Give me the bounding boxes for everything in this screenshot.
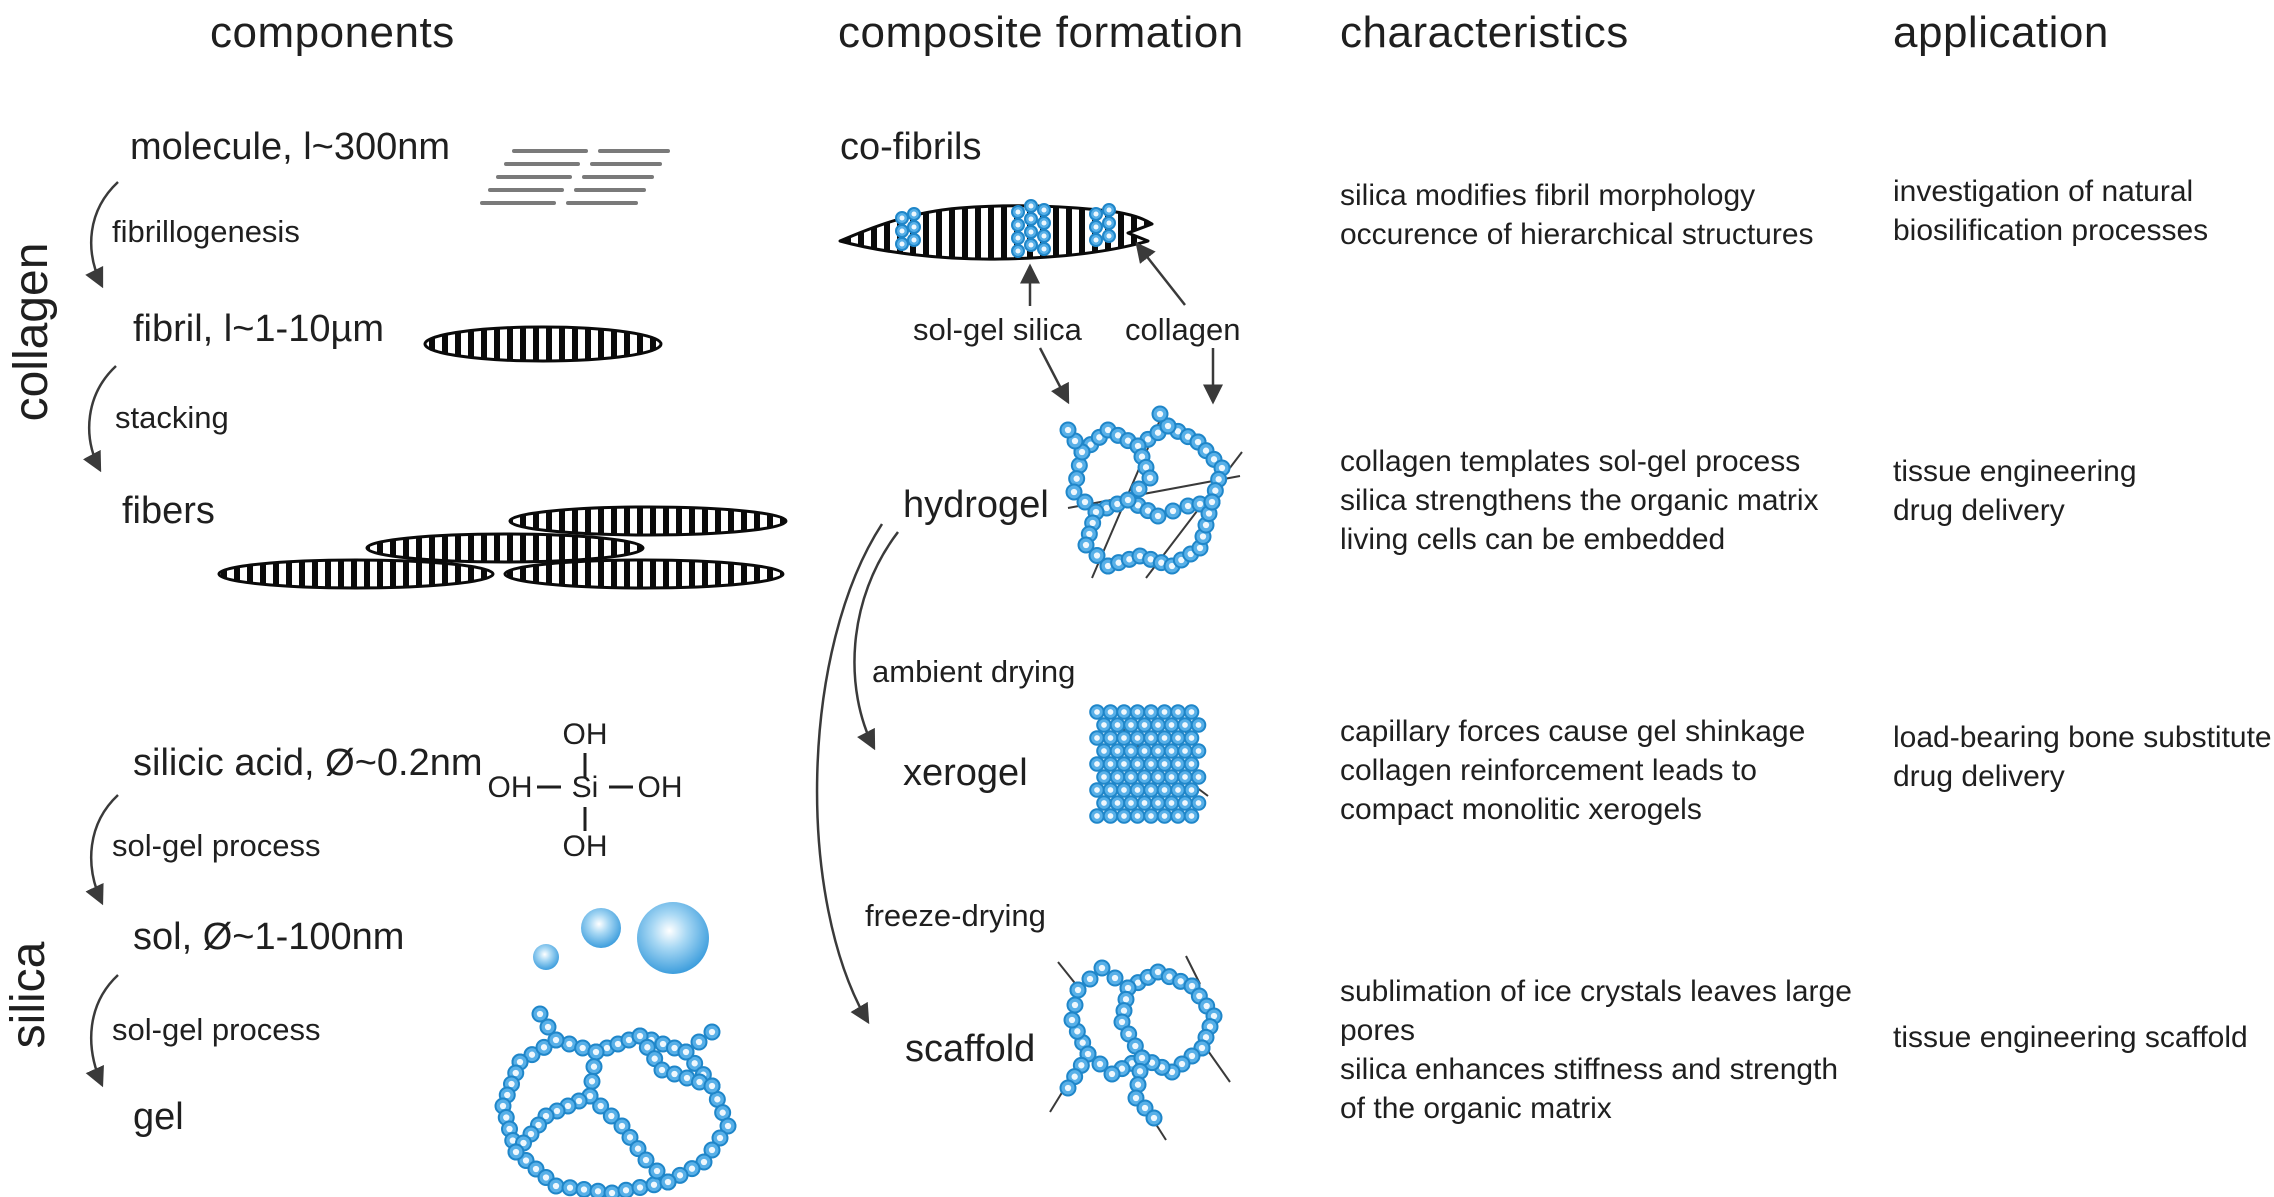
text-line: silica modifies fibril morphology [1340, 179, 1756, 212]
characteristics-xerogel: capillary forces cause gel shinkage coll… [1340, 712, 1805, 829]
oh-right-label: OH [638, 771, 683, 804]
scaffold-label: scaffold [905, 1028, 1036, 1070]
characteristics-scaffold: sublimation of ice crystals leaves large… [1340, 972, 1852, 1128]
straight-arrow-icon [815, 242, 1223, 1025]
text-line: drug delivery [1893, 760, 2065, 793]
text-line: collagen templates sol-gel process [1340, 445, 1801, 478]
si-label: Si [572, 771, 599, 804]
group-label-collagen: collagen [4, 242, 58, 422]
freeze-drying-label: freeze-drying [865, 898, 1046, 933]
text-line: silica enhances stiffness and strength [1340, 1053, 1839, 1086]
text-line: tissue engineering [1893, 455, 2137, 488]
characteristics-hydrogel: collagen templates sol-gel process silic… [1340, 442, 1819, 559]
application-xerogel: load-bearing bone substitute drug delive… [1893, 718, 2272, 796]
text-line: load-bearing bone substitute [1893, 721, 2272, 754]
sol-label: sol, Ø~1-100nm [133, 916, 405, 958]
sol-gel-process-1-label: sol-gel process [112, 828, 321, 863]
fibers-label: fibers [122, 490, 215, 532]
oh-bottom-label: OH [563, 830, 608, 863]
header-characteristics: characteristics [1340, 8, 1629, 57]
gel-network-icon [494, 1005, 737, 1197]
molecule-dashes-icon [480, 149, 670, 205]
header-application: application [1893, 8, 2109, 57]
text-line: capillary forces cause gel shinkage [1340, 715, 1806, 748]
sol-gel-process-2-label: sol-gel process [112, 1012, 321, 1047]
fibril-icon [423, 325, 663, 363]
xerogel-label: xerogel [903, 752, 1028, 794]
group-label-silica: silica [1, 941, 55, 1049]
fibers-icon [217, 505, 788, 590]
molecule-label: molecule, l~300nm [130, 126, 451, 168]
collagen-annotation-label: collagen [1125, 312, 1241, 347]
text-line: of the organic matrix [1340, 1092, 1612, 1125]
text-line: sublimation of ice crystals leaves large [1340, 975, 1852, 1008]
characteristics-cofibrils: silica modifies fibril morphology occure… [1340, 176, 1814, 254]
text-line: pores [1340, 1014, 1416, 1047]
fibril-label: fibril, l~1-10µm [133, 308, 385, 350]
text-line: investigation of natural [1893, 175, 2194, 208]
text-line: compact monolitic xerogels [1340, 793, 1702, 826]
scaffold-network-icon [1059, 959, 1223, 1127]
silicic-acid-structure: OH OH Si OH OH [488, 718, 683, 863]
header-composite-formation: composite formation [838, 8, 1244, 57]
sol-particles-icon [533, 902, 709, 974]
oh-left-label: OH [488, 771, 533, 804]
co-fibrils-label: co-fibrils [840, 126, 982, 168]
oh-top-label: OH [563, 718, 608, 751]
hydrogel-network-icon [1059, 405, 1231, 575]
application-cofibrils: investigation of natural biosilification… [1893, 172, 2208, 250]
silicic-acid-label: silicic acid, Ø~0.2nm [133, 742, 483, 784]
text-line: occurence of hierarchical structures [1340, 218, 1814, 251]
text-line: drug delivery [1893, 494, 2065, 527]
text-line: biosilification processes [1893, 214, 2209, 247]
gel-label: gel [133, 1096, 184, 1138]
application-scaffold: tissue engineering scaffold [1893, 1018, 2248, 1057]
header-components: components [210, 8, 455, 57]
ambient-drying-label: ambient drying [872, 654, 1076, 689]
fibrillogenesis-label: fibrillogenesis [112, 214, 300, 249]
stacking-label: stacking [115, 400, 229, 435]
hydrogel-label: hydrogel [903, 484, 1049, 526]
sol-gel-silica-label: sol-gel silica [913, 312, 1082, 347]
application-hydrogel: tissue engineering drug delivery [1893, 452, 2137, 530]
text-line: living cells can be embedded [1340, 523, 1726, 556]
curved-arrow-icon [82, 181, 119, 1088]
text-line: tissue engineering scaffold [1893, 1021, 2248, 1054]
co-fibril-icon [838, 199, 1154, 261]
text-line: collagen reinforcement leads to [1340, 754, 1757, 787]
xerogel-icon [1089, 704, 1207, 824]
text-line: silica strengthens the organic matrix [1340, 484, 1819, 517]
